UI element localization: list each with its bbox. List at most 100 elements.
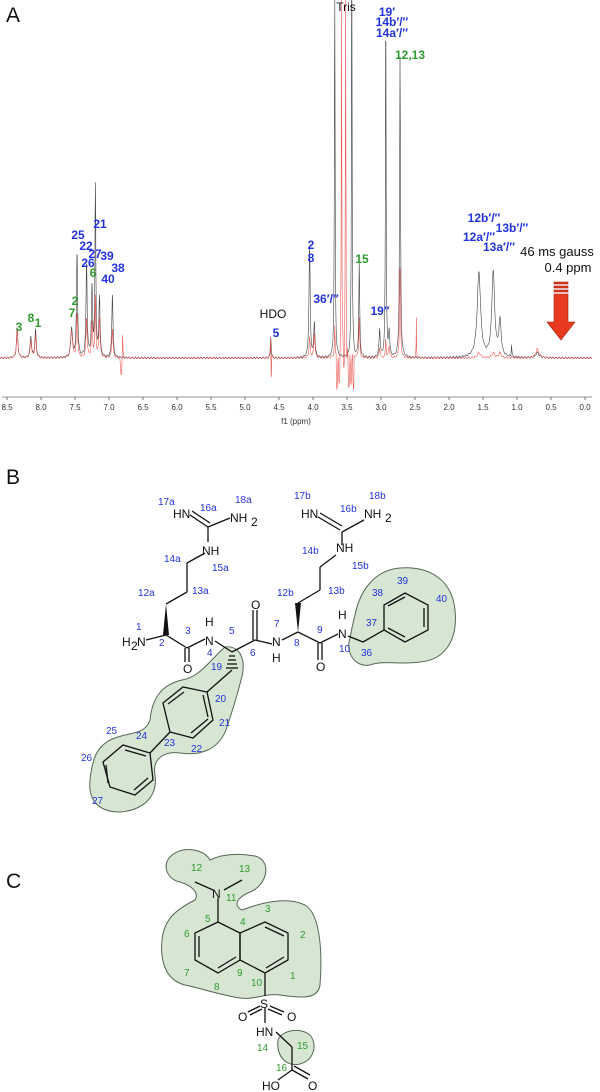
num-c-2: 2 xyxy=(300,930,306,941)
x-tick-label: 1.0 xyxy=(511,403,523,412)
num-13b: 13b xyxy=(328,586,345,597)
num-c-5: 5 xyxy=(205,914,211,925)
label-2-blue: 2 xyxy=(308,238,315,252)
x-tick-label: 4.0 xyxy=(307,403,319,412)
x-tick-label: 4.5 xyxy=(273,403,285,412)
atom-nh2-b: NH xyxy=(364,507,381,521)
label-26: 26 xyxy=(81,256,95,270)
num-c-7: 7 xyxy=(184,968,190,979)
num-5: 5 xyxy=(229,626,235,637)
atom-ho: HO xyxy=(262,1079,280,1092)
num-c-6: 6 xyxy=(184,929,190,940)
num-c-13: 13 xyxy=(239,864,251,875)
atom-o-left: O xyxy=(238,1010,247,1024)
num-36: 36 xyxy=(361,648,373,659)
num-3: 3 xyxy=(185,626,191,637)
num-19: 19 xyxy=(211,662,223,673)
label-19p: 19′ xyxy=(379,5,395,19)
atom-s: S xyxy=(260,997,268,1011)
atom-h10: H xyxy=(338,608,347,622)
label-7-green: 7 xyxy=(69,306,76,320)
label-39: 39 xyxy=(100,249,114,263)
panel-label-a: A xyxy=(6,4,20,27)
label-tris: Tris xyxy=(336,0,356,14)
num-1: 1 xyxy=(136,622,142,633)
num-10: 10 xyxy=(339,644,351,655)
atom-o6: O xyxy=(251,598,260,612)
num-17a: 17a xyxy=(158,497,175,508)
num-20: 20 xyxy=(215,694,227,705)
label-5: 5 xyxy=(273,326,280,340)
num-15b: 15b xyxy=(352,561,369,572)
label-19pp: 19″ xyxy=(370,304,389,318)
atom-nh2-a: NH xyxy=(230,511,247,525)
num-c-12: 12 xyxy=(191,863,203,874)
atom-h4: H xyxy=(205,615,214,629)
num-c-1: 1 xyxy=(290,971,296,982)
label-40: 40 xyxy=(101,272,115,286)
highlight-benzyl xyxy=(348,567,456,666)
label-3-green: 3 xyxy=(16,320,23,334)
atom-nh-b: NH xyxy=(336,541,353,555)
num-38: 38 xyxy=(372,588,384,599)
red-arrow-icon xyxy=(546,281,576,341)
atom-nh2-b-sub: 2 xyxy=(385,511,392,525)
num-12a: 12a xyxy=(138,588,155,599)
structure-c-dansyl: N S O O HN HO O 1 2 3 4 5 6 7 8 9 10 11 … xyxy=(161,849,322,1092)
atom-n7: N xyxy=(272,635,281,649)
x-tick-label: 8.5 xyxy=(1,403,13,412)
highlight-glycine xyxy=(277,1029,315,1066)
x-tick-label: 6.5 xyxy=(137,403,149,412)
x-tick-label: 2.5 xyxy=(409,403,421,412)
num-16a: 16a xyxy=(200,503,217,514)
x-tick-label: 1.5 xyxy=(477,403,489,412)
num-23: 23 xyxy=(164,738,176,749)
atom-o-right: O xyxy=(287,1010,296,1024)
panel-label-c: C xyxy=(6,870,21,893)
num-c-9: 9 xyxy=(237,968,243,979)
atom-n4: N xyxy=(205,634,214,648)
atom-numbers-c: 1 2 3 4 5 6 7 8 9 10 11 12 13 14 15 16 xyxy=(184,863,309,1074)
num-c-16: 16 xyxy=(276,1063,288,1074)
num-25: 25 xyxy=(106,726,118,737)
num-17b: 17b xyxy=(294,491,311,502)
num-14b: 14b xyxy=(302,546,319,557)
label-38: 38 xyxy=(111,261,125,275)
label-14a: 14a′/″ xyxy=(376,26,408,40)
label-8-green: 8 xyxy=(28,311,35,325)
x-tick-label: 3.5 xyxy=(341,403,353,412)
num-c-14: 14 xyxy=(257,1043,269,1054)
label-27: 27 xyxy=(88,247,102,261)
x-tick-label: 7.5 xyxy=(69,403,81,412)
atom-hn: HN xyxy=(256,1025,273,1039)
label-12a: 12a′/″ xyxy=(463,230,495,244)
x-axis-label: f1 (ppm) xyxy=(281,417,311,426)
atom-nh2-a-sub: 2 xyxy=(251,515,258,529)
num-6: 6 xyxy=(250,648,256,659)
num-40: 40 xyxy=(436,594,448,605)
x-tick-label: 3.0 xyxy=(375,403,387,412)
num-39: 39 xyxy=(397,576,409,587)
pulse-label-duration: 46 ms gauss xyxy=(520,244,594,259)
atom-h2n-sub: 2 xyxy=(131,639,138,653)
num-8: 8 xyxy=(294,638,300,649)
label-hdo: HDO xyxy=(260,307,287,321)
atom-h7: H xyxy=(272,651,281,665)
bonds-b xyxy=(102,510,429,796)
atom-h2n-n: N xyxy=(137,635,146,649)
highlight-dansyl xyxy=(161,849,322,999)
atom-n: N xyxy=(212,887,221,901)
num-12b: 12b xyxy=(277,588,294,599)
bonds-c xyxy=(194,879,311,1081)
atom-n10: N xyxy=(338,627,347,641)
label-2-green: 2 xyxy=(72,294,79,308)
label-22: 22 xyxy=(79,239,93,253)
label-12b: 12b′/″ xyxy=(468,211,501,225)
reference-trace xyxy=(0,0,593,360)
num-c-3: 3 xyxy=(265,904,271,915)
selective-trace xyxy=(0,0,593,390)
atom-o-carbonyl: O xyxy=(308,1079,317,1092)
x-tick-label: 8.0 xyxy=(35,403,47,412)
